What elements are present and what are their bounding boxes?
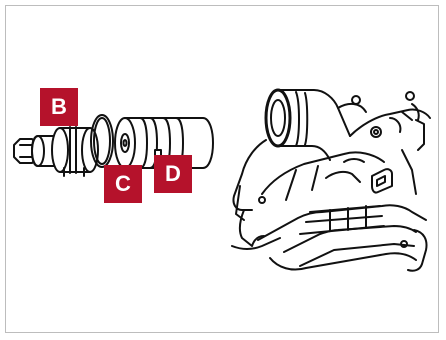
callout-b: B xyxy=(40,88,78,126)
filter-cap-b xyxy=(14,127,98,176)
callout-c: C xyxy=(104,165,142,203)
callout-d: D xyxy=(154,155,192,193)
engine-housing xyxy=(232,90,430,271)
o-ring-c xyxy=(91,115,113,167)
